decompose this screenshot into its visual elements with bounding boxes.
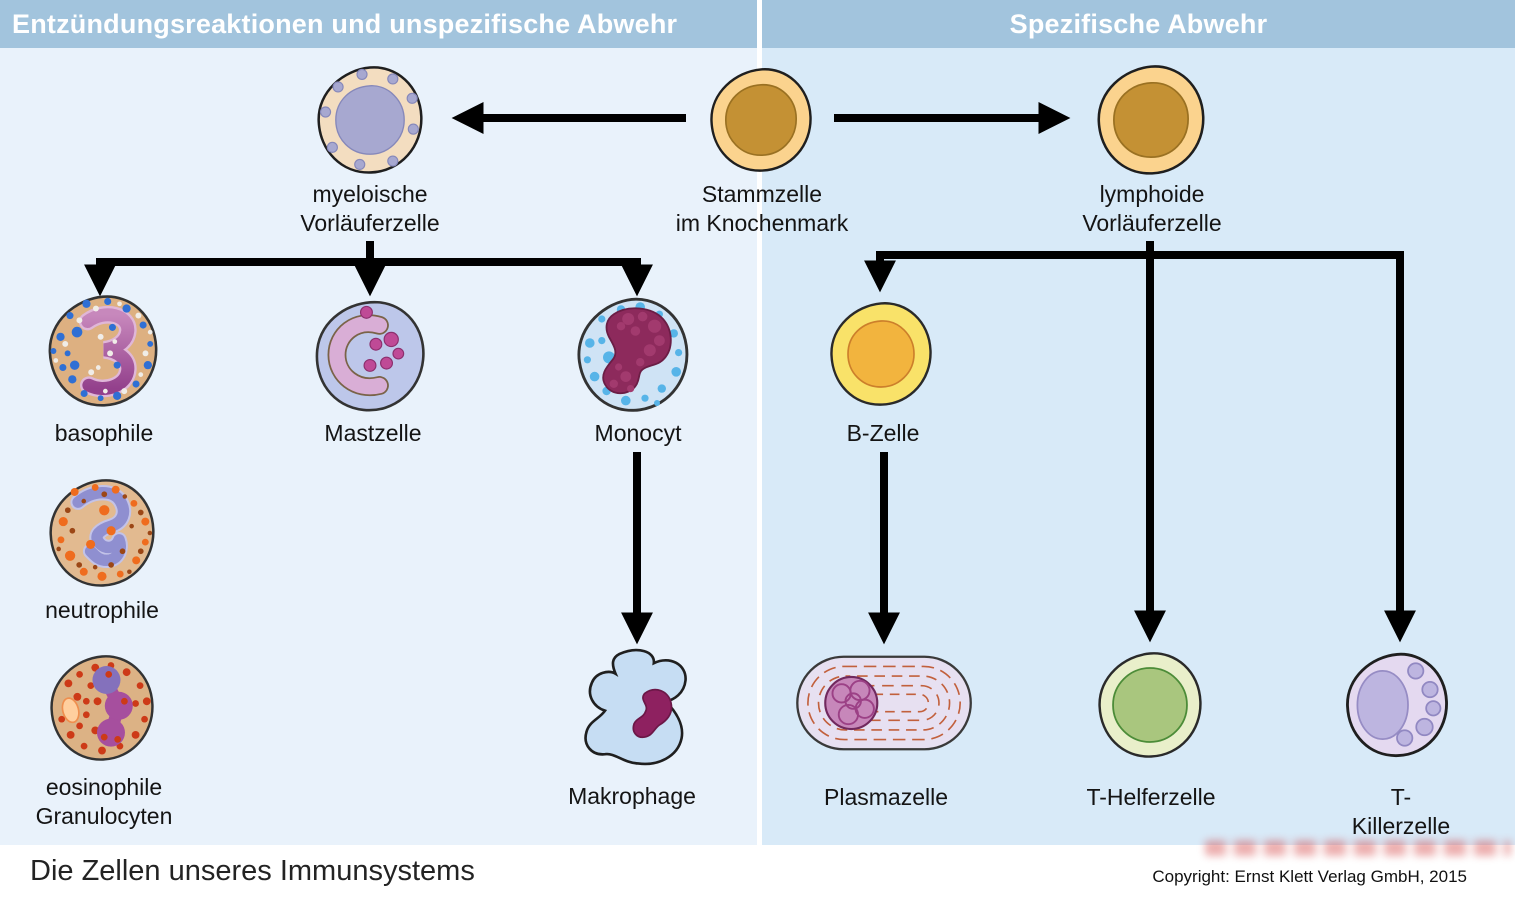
orange-granules: [57, 483, 150, 581]
cell-membrane: [50, 655, 154, 761]
blue-granules: [50, 297, 154, 402]
nucleus-bubbles: [609, 311, 665, 393]
nucleus-rings: [831, 679, 875, 726]
plasmazelle-cell-graphic: [796, 655, 972, 751]
cell-nucleus: [1113, 82, 1189, 158]
label-b-zelle: B-Zelle: [846, 420, 920, 446]
brown-granules: [56, 491, 153, 575]
label-myeloische-vorlaeuferzelle: myeloische Vorläuferzelle: [300, 181, 440, 236]
header-unspecific-defense: Entzündungsreaktionen und unspezifische …: [0, 0, 757, 48]
vacuole: [61, 697, 80, 724]
label-monocyt: Monocyt: [594, 420, 682, 446]
red-granules-on-nucleus: [100, 671, 128, 743]
mastzelle-cell-graphic: [315, 300, 425, 412]
label-basophile: basophile: [54, 420, 154, 446]
makrophage-cell-graphic: [584, 648, 687, 766]
cell-nucleus: [70, 485, 132, 569]
footer-bar: Die Zellen unseres Immunsystems Copyrigh…: [0, 840, 1515, 900]
t-killerzelle-cell-graphic: [1346, 652, 1448, 758]
myeloische-vorlaeuferzelle-cell-graphic: [317, 66, 423, 174]
t-helferzelle-cell-graphic: [1098, 652, 1202, 758]
label-t-killerzelle: T-Killerzelle: [1351, 784, 1451, 839]
cell-membrane: [796, 655, 972, 751]
cell-nucleus: [724, 83, 798, 157]
cell-nucleus: [1112, 667, 1188, 743]
label-t-helferzelle: T-Helferzelle: [1086, 784, 1216, 810]
basophile-cell-graphic: [48, 295, 158, 407]
stammzelle-cell-graphic: [710, 68, 812, 172]
cell-membrane: [584, 648, 687, 766]
neutrophile-cell-graphic: [49, 479, 155, 587]
cell-nucleus: [327, 314, 389, 397]
label-stammzelle: Stammzelle im Knochenmark: [675, 181, 849, 236]
cell-nucleus: [847, 320, 915, 388]
label-neutrophile: neutrophile: [45, 597, 159, 623]
eosinophile-cell-graphic: [50, 655, 154, 761]
monocyt-cell-graphic: [577, 297, 689, 412]
label-plasmazelle: Plasmazelle: [824, 784, 948, 810]
lymphoide-vorlaeuferzelle-cell-graphic: [1097, 65, 1205, 175]
white-granules: [53, 301, 153, 395]
magenta-granules: [359, 305, 405, 372]
cell-nucleus: [632, 688, 673, 739]
cell-nucleus: [1356, 670, 1409, 740]
blurred-watermark: [1205, 840, 1511, 856]
cell-nucleus: [78, 305, 137, 398]
label-makrophage: Makrophage: [568, 783, 696, 809]
header-specific-defense: Spezifische Abwehr: [762, 0, 1515, 48]
red-granules: [58, 662, 151, 755]
copyright-text: Copyright: Ernst Klett Verlag GmbH, 2015: [1152, 867, 1467, 886]
granule-vesicles: [1396, 662, 1442, 747]
label-mastzelle: Mastzelle: [324, 420, 422, 446]
label-lymphoide-vorlaeuferzelle: lymphoide Vorläuferzelle: [1082, 181, 1222, 236]
b-zelle-cell-graphic: [830, 302, 932, 406]
cell-nucleus: [335, 85, 405, 155]
label-eosinophile-granulocyten: eosinophile Granulocyten: [35, 774, 173, 829]
diagram-title: Die Zellen unseres Immunsystems: [30, 855, 475, 887]
ring-granules: [319, 68, 419, 171]
